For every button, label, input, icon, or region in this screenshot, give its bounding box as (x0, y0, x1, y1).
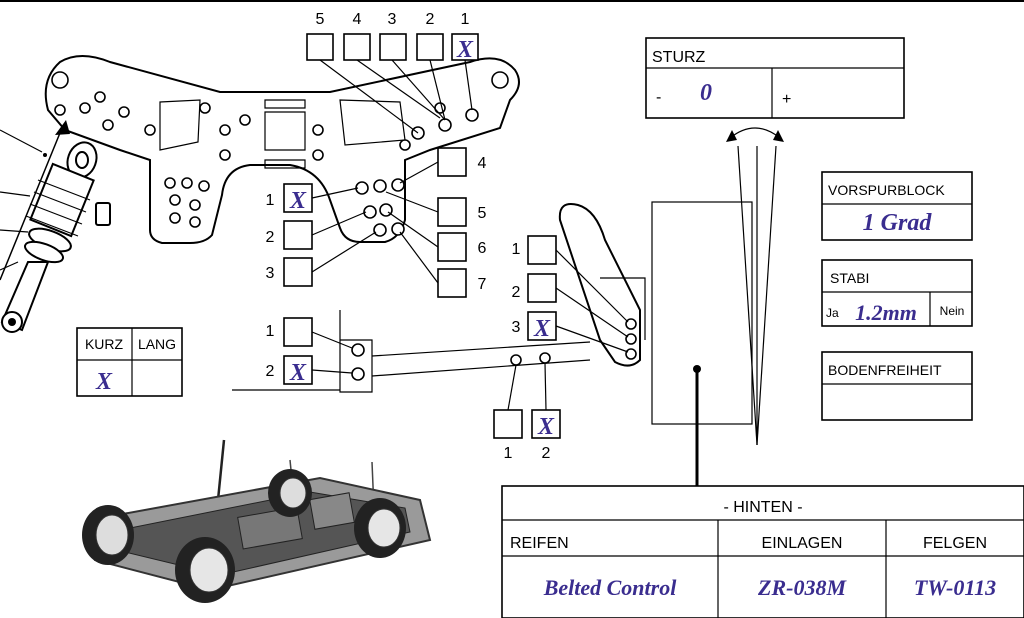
length-table: KURZ LANG X (76, 327, 183, 397)
bmr-num-7: 7 (478, 276, 487, 293)
sturz-plus: + (782, 91, 791, 108)
length-x-mark[interactable]: X (95, 369, 113, 395)
tower-box-1[interactable] (451, 33, 479, 61)
car-chassis-image (82, 439, 432, 603)
bml-box-1[interactable] (283, 183, 313, 213)
hub-num-2: 2 (512, 284, 521, 301)
tower-num-5: 5 (316, 11, 325, 28)
stabi-title: STABI (830, 270, 869, 286)
lm-num-1: 1 (266, 323, 275, 340)
tower-num-4: 4 (353, 11, 362, 28)
bml-num-1: 1 (266, 192, 275, 209)
lm-num-2: 2 (266, 363, 275, 380)
body-mount-right-selector: 4 5 6 7 (385, 147, 487, 298)
tower-box-4[interactable] (343, 33, 371, 61)
lang-label: LANG (138, 336, 176, 352)
sturz-title: STURZ (652, 49, 706, 66)
hinten-title: - HINTEN - (723, 499, 802, 516)
bm-num-2: 2 (542, 445, 551, 462)
bmr-box-4[interactable] (437, 147, 467, 177)
tower-num-1: 1 (461, 11, 470, 28)
bm-box-2[interactable] (531, 409, 561, 439)
bmr-num-5: 5 (478, 205, 487, 222)
col-felgen: FELGEN (923, 535, 987, 552)
tower-num-3: 3 (388, 11, 397, 28)
bm-box-1[interactable] (493, 409, 523, 439)
stabi-ja: Ja (826, 306, 839, 320)
tower-box-5[interactable] (306, 33, 334, 61)
body-mount-left-selector: 1 2 3 X (266, 183, 377, 287)
tower-box-3[interactable] (379, 33, 407, 61)
vorspurblock-box: VORSPURBLOCK 1 Grad (821, 171, 973, 241)
sturz-value[interactable]: 0 (700, 80, 712, 106)
einlagen-value[interactable]: ZR-038M (757, 575, 847, 600)
hub-num-1: 1 (512, 241, 521, 258)
stabi-value[interactable]: 1.2mm (855, 300, 917, 325)
sturz-box: STURZ - + 0 (645, 37, 905, 119)
lm-box-1[interactable] (283, 317, 313, 347)
bmr-num-6: 6 (478, 240, 487, 257)
bmr-box-6[interactable] (437, 232, 467, 262)
top-tower-selector: 5 4 3 2 1 X (306, 11, 479, 134)
bodenfreiheit-box: BODENFREIHEIT (821, 351, 973, 421)
tower-box-2[interactable] (416, 33, 444, 61)
camber-indicator (651, 127, 784, 486)
bodenfreiheit-title: BODENFREIHEIT (828, 362, 942, 378)
tower-num-2: 2 (426, 11, 435, 28)
hub-mount-selector: 1 2 3 X (512, 203, 646, 367)
tower-x-mark: X (456, 37, 474, 63)
kurz-label: KURZ (85, 336, 124, 352)
bml-box-2[interactable] (283, 220, 313, 250)
bml-num-3: 3 (266, 265, 275, 282)
stabi-box: STABI Ja 1.2mm Nein (821, 259, 973, 327)
col-reifen: REIFEN (510, 535, 569, 552)
shock-absorber-drawing (0, 120, 111, 333)
hub-box-2[interactable] (527, 273, 557, 303)
bml-x-mark: X (289, 188, 307, 214)
bmr-num-4: 4 (478, 155, 487, 172)
hub-x-mark: X (533, 316, 551, 342)
felgen-value[interactable]: TW-0113 (914, 575, 996, 600)
bml-num-2: 2 (266, 229, 275, 246)
hub-num-3: 3 (512, 319, 521, 336)
hub-box-3[interactable] (527, 311, 557, 341)
bml-box-3[interactable] (283, 257, 313, 287)
sturz-minus: - (656, 89, 661, 106)
hinten-table: - HINTEN - REIFEN EINLAGEN FELGEN Belted… (501, 485, 1024, 618)
bottom-mount-selector: X 1 2 (493, 352, 561, 462)
lower-mount-selector: 1 2 X (232, 310, 591, 393)
bmr-box-7[interactable] (437, 268, 467, 298)
col-einlagen: EINLAGEN (762, 535, 843, 552)
stabi-nein: Nein (940, 304, 965, 318)
bm-x-mark: X (537, 414, 555, 440)
lm-x-mark: X (289, 360, 307, 386)
shock-tower-drawing (44, 55, 520, 244)
lm-box-2[interactable] (283, 355, 313, 385)
hub-box-1[interactable] (527, 235, 557, 265)
vorspurblock-value[interactable]: 1 Grad (863, 210, 933, 236)
reifen-value[interactable]: Belted Control (543, 575, 678, 600)
bmr-box-5[interactable] (437, 197, 467, 227)
vorspurblock-title: VORSPURBLOCK (828, 182, 945, 198)
bm-num-1: 1 (504, 445, 513, 462)
